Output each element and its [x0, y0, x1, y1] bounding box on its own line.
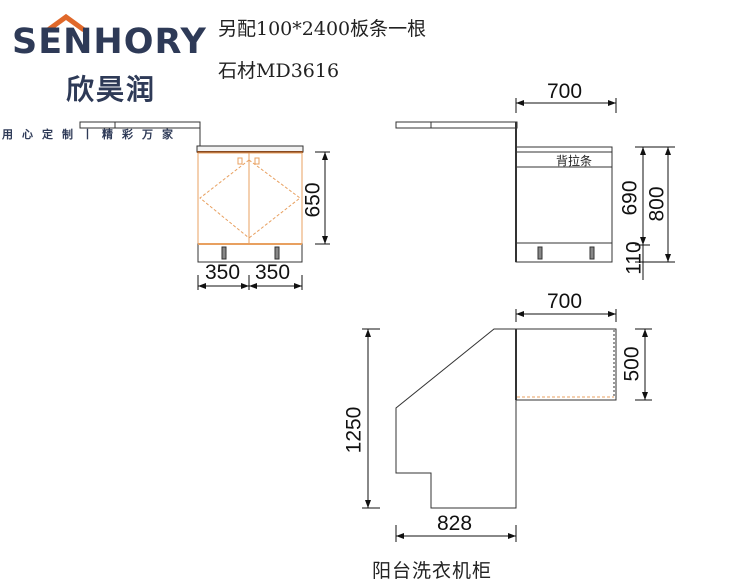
dim-base-width: 828	[437, 512, 473, 535]
side-view	[395, 98, 675, 280]
logo-roof-icon	[46, 13, 86, 33]
note-line-1: 另配100*2400板条一根	[218, 18, 427, 40]
dim-front-height: 650	[301, 182, 325, 218]
plan-view	[362, 309, 652, 542]
back-rail-label: 背拉条	[556, 154, 593, 168]
front-view	[196, 145, 330, 290]
dim-plan-width: 700	[547, 290, 583, 313]
dim-door-right: 350	[255, 261, 291, 284]
dim-door-left: 350	[205, 261, 241, 284]
worktop-strip-left	[79, 121, 201, 150]
dim-total-height: 800	[645, 186, 669, 222]
dim-kick-height: 110	[622, 241, 646, 275]
dim-side-width: 700	[547, 80, 583, 103]
drawing-title: 阳台洗衣机柜	[372, 560, 493, 582]
note-line-2: 石材MD3616	[218, 60, 340, 82]
dim-total-depth: 1250	[342, 406, 366, 454]
dim-plan-depth: 500	[620, 346, 644, 382]
logo-brand-cn: 欣昊润	[66, 73, 157, 106]
dim-inner-height: 690	[618, 180, 642, 216]
logo-tagline: 用心定制丨精彩万家	[2, 128, 182, 141]
logo-brand-en: SENHORY	[12, 22, 207, 62]
